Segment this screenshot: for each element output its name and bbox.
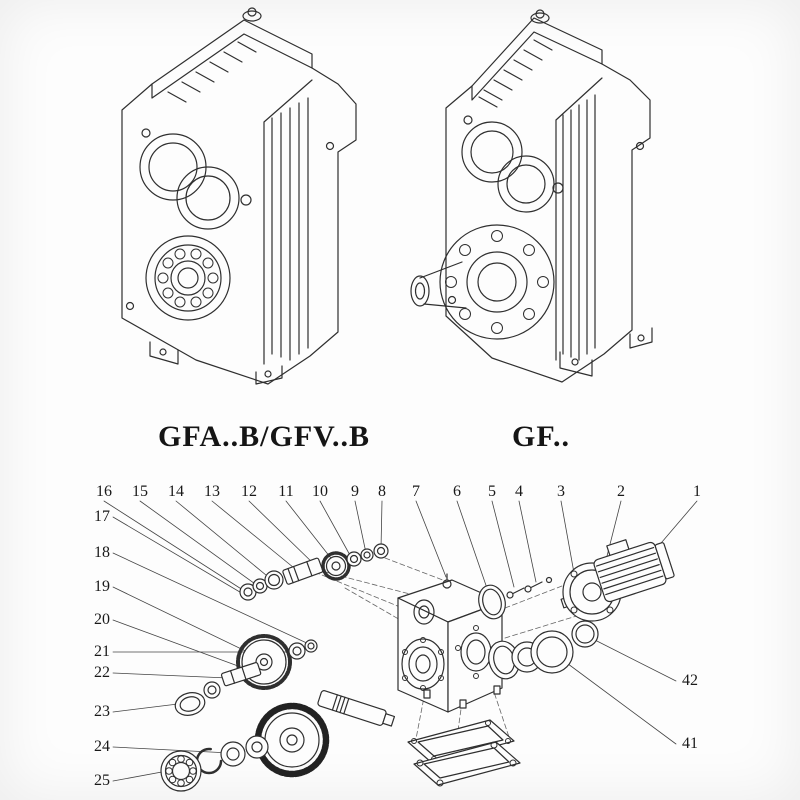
callout-14: 14 bbox=[168, 483, 184, 500]
callout-2: 2 bbox=[617, 483, 625, 500]
gearbox-gfab-drawing bbox=[121, 7, 357, 385]
callout-9: 9 bbox=[351, 483, 359, 500]
cover-plate-parts bbox=[407, 685, 521, 787]
callout-19: 19 bbox=[94, 578, 110, 595]
callout-12: 12 bbox=[241, 483, 257, 500]
callout-13: 13 bbox=[204, 483, 220, 500]
input-pinion-parts bbox=[239, 543, 389, 601]
callout-1: 1 bbox=[693, 483, 701, 500]
callout-25: 25 bbox=[94, 772, 110, 789]
callout-22: 22 bbox=[94, 664, 110, 681]
motor-drawing bbox=[560, 539, 675, 622]
callout-17: 17 bbox=[94, 508, 110, 525]
callout-23: 23 bbox=[94, 703, 110, 720]
output-shaft-parts bbox=[160, 690, 396, 792]
callout-15: 15 bbox=[132, 483, 148, 500]
callout-7: 7 bbox=[412, 483, 420, 500]
callout-6: 6 bbox=[453, 483, 461, 500]
seal-ring-parts bbox=[478, 576, 599, 680]
callout-41: 41 bbox=[682, 735, 698, 752]
leader-lines bbox=[103, 500, 698, 782]
callout-10: 10 bbox=[312, 483, 328, 500]
callout-11: 11 bbox=[278, 483, 294, 500]
intermediate-gear-parts bbox=[174, 634, 318, 716]
callout-3: 3 bbox=[557, 483, 565, 500]
callout-18: 18 bbox=[94, 544, 110, 561]
model-label-gfab-gfv: GFA..B/GFV..B bbox=[158, 420, 370, 453]
callout-20: 20 bbox=[94, 611, 110, 628]
callout-8: 8 bbox=[378, 483, 386, 500]
callout-42: 42 bbox=[682, 672, 698, 689]
callout-4: 4 bbox=[515, 483, 523, 500]
model-label-gf: GF.. bbox=[512, 420, 570, 453]
callout-21: 21 bbox=[94, 643, 110, 660]
callout-24: 24 bbox=[94, 738, 110, 755]
callout-16: 16 bbox=[96, 483, 112, 500]
callout-5: 5 bbox=[488, 483, 496, 500]
housing-drawing bbox=[397, 573, 503, 713]
gearbox-gf-drawing bbox=[410, 9, 653, 383]
